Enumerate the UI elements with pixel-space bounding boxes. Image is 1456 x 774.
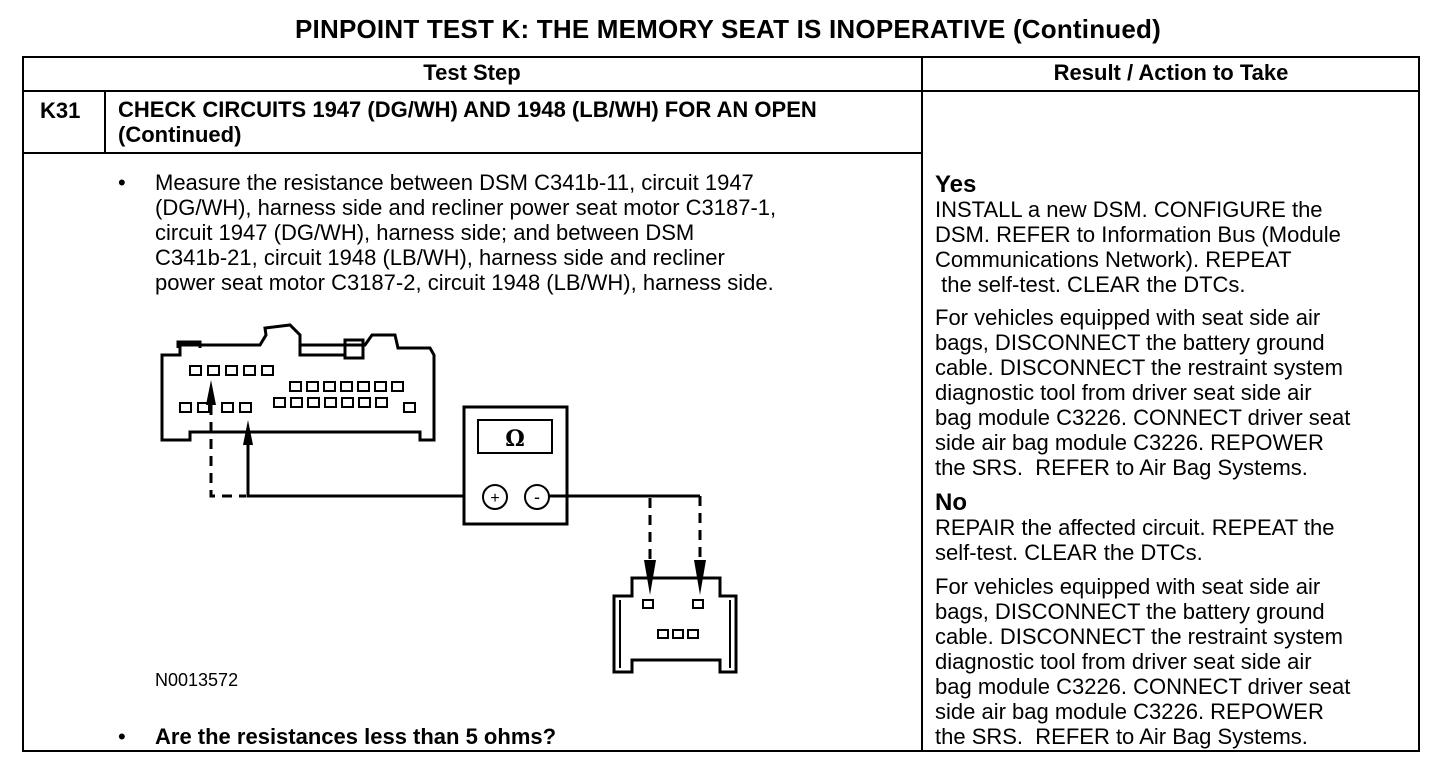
text-line: side air bag module C3226. REPOWER [935,699,1324,724]
text-line: diagnostic tool from driver seat side ai… [935,380,1312,405]
motor-connector-c3187 [612,576,738,674]
text-line: Communications Network). REPEAT [935,247,1292,272]
column-header-result: Result / Action to Take [1053,60,1289,85]
page-title: PINPOINT TEST K: THE MEMORY SEAT IS INOP… [295,14,1161,44]
no-action: REPAIR the affected circuit. REPEAT the … [935,515,1420,565]
ohm-symbol: Ω [505,426,525,452]
text-line: cable. DISCONNECT the restraint system [935,624,1343,649]
instruction-line: (DG/WH), harness side and recliner power… [155,195,777,220]
step-id: K31 [40,98,81,123]
probe-arrow-icon [243,420,253,445]
text-line: self-test. CLEAR the DTCs. [935,540,1203,565]
probe-arrow-icon [206,380,216,405]
text-line: cable. DISCONNECT the restraint system [935,355,1343,380]
text-line: For vehicles equipped with seat side air [935,305,1321,330]
step-id-divider [104,90,106,153]
bullet-icon: • [118,724,126,749]
text-line: bag module C3226. CONNECT driver seat [935,405,1351,430]
instruction-line: C341b-21, circuit 1948 (LB/WH), harness … [155,245,725,270]
text-line: bags, DISCONNECT the battery ground [935,330,1325,355]
column-divider [921,56,923,752]
plus-terminal: + [490,490,499,507]
text-line: the self-test. CLEAR the DTCs. [935,272,1246,297]
instruction-line: power seat motor C3187-2, circuit 1948 (… [155,270,774,295]
text-line: bags, DISCONNECT the battery ground [935,599,1325,624]
text-line: For vehicles equipped with seat side air [935,574,1321,599]
yes-note: For vehicles equipped with seat side air… [935,305,1420,480]
text-line: the SRS. REFER to Air Bag Systems. [935,724,1308,749]
step-title-divider [22,152,922,154]
no-label: No [935,489,967,516]
text-line: bag module C3226. CONNECT driver seat [935,674,1351,699]
text-line: diagnostic tool from driver seat side ai… [935,649,1312,674]
figure-id: N0013572 [155,670,239,690]
text-line: INSTALL a new DSM. CONFIGURE the [935,197,1323,222]
instruction-line: Measure the resistance between DSM C341b… [155,170,754,195]
yes-label: Yes [935,171,977,198]
minus-terminal: - [534,487,540,507]
instruction-line: circuit 1947 (DG/WH), harness side; and … [155,220,695,245]
test-table [22,56,1420,752]
bullet-icon: • [118,170,126,195]
dsm-connector-c341b [160,323,436,442]
question-text: Are the resistances less than 5 ohms? [155,724,557,749]
text-line: REPAIR the affected circuit. REPEAT the [935,515,1335,540]
no-note: For vehicles equipped with seat side air… [935,574,1420,749]
header-divider [22,90,1420,92]
yes-action: INSTALL a new DSM. CONFIGURE the DSM. RE… [935,197,1420,297]
column-header-test-step: Test Step [423,60,521,85]
text-line: the SRS. REFER to Air Bag Systems. [935,455,1308,480]
step-title: CHECK CIRCUITS 1947 (DG/WH) AND 1948 (LB… [118,97,817,147]
instruction-text: Measure the resistance between DSM C341b… [155,170,915,295]
wiring-diagram: Ω + - [160,323,738,674]
text-line: DSM. REFER to Information Bus (Module [935,222,1341,247]
text-line: side air bag module C3226. REPOWER [935,430,1324,455]
